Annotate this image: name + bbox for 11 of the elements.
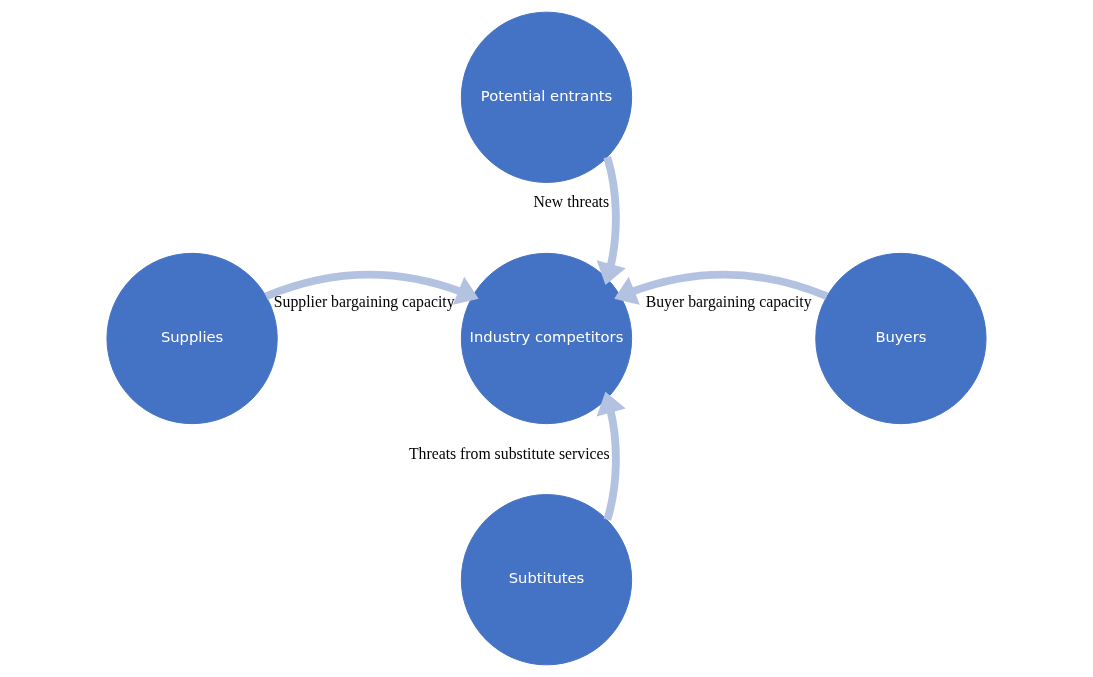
node-circle: Industry competitors bbox=[460, 252, 633, 425]
edge-label: New threats bbox=[533, 193, 610, 211]
node-circle: Potential entrants bbox=[460, 11, 633, 183]
arrow bbox=[596, 156, 626, 286]
node-circle: Buyers bbox=[815, 252, 987, 425]
arrow bbox=[264, 270, 479, 305]
edge-label: Buyer bargaining capacity bbox=[645, 292, 812, 310]
edge-label: Threats from substitute services bbox=[408, 445, 610, 463]
node-circle: Subtitutes bbox=[460, 494, 633, 666]
arrow bbox=[614, 270, 829, 305]
arrow bbox=[596, 391, 626, 521]
